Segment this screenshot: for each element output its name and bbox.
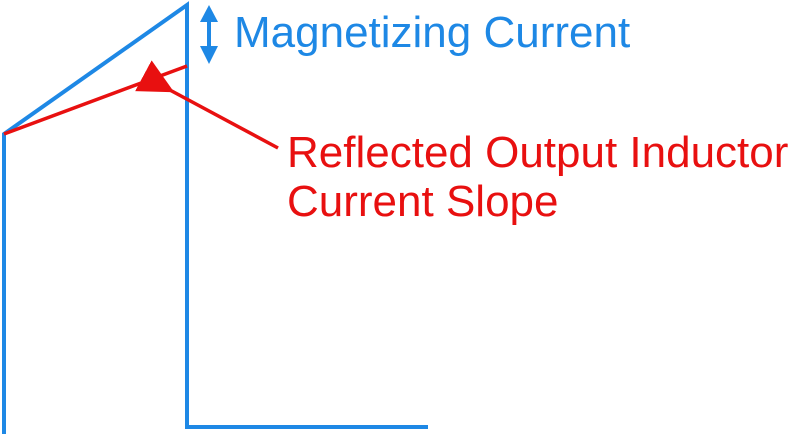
reflected-slope-label-line1: Reflected Output Inductor xyxy=(287,128,788,177)
magnetizing-current-double-arrow-icon xyxy=(200,5,218,64)
primary-current-waveform xyxy=(2,1,428,434)
reflected-slope-label-line2: Current Slope xyxy=(287,177,558,226)
reflected-slope-pointer-arrow xyxy=(135,60,279,150)
reflected-slope-line xyxy=(3,64,188,136)
magnetizing-current-label: Magnetizing Current xyxy=(234,8,630,57)
